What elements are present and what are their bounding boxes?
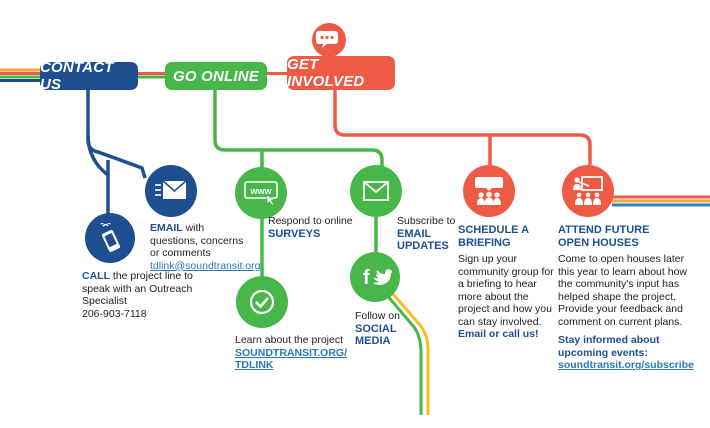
- phone-icon: [85, 213, 135, 263]
- learn-text: Learn about the project SOUNDTRANSIT.ORG…: [235, 334, 355, 372]
- briefing-desc: Sign up your community group for a brief…: [458, 253, 554, 328]
- social-media-icon: f: [350, 252, 400, 302]
- social-head-2: MEDIA: [355, 335, 391, 347]
- email-address-link[interactable]: tdlink@soundtransit.org: [150, 259, 261, 272]
- surveys-desc: Respond to online: [268, 215, 353, 227]
- social-text: Follow on SOCIAL MEDIA: [355, 310, 415, 348]
- open-house-icon: [562, 165, 614, 217]
- contact-us-tab[interactable]: CONTACT US: [40, 59, 138, 93]
- get-involved-tab[interactable]: GET INVOLVED: [287, 56, 395, 90]
- briefing-head-2: BRIEFING: [458, 236, 511, 249]
- speech-bubble-icon: [312, 23, 346, 57]
- email-desc: with questions, concerns or comments: [150, 222, 244, 259]
- updates-head-2: UPDATES: [397, 240, 449, 252]
- open-house-head-2: OPEN HOUSES: [558, 236, 639, 249]
- updates-head-1: EMAIL: [397, 227, 432, 240]
- learn-link-2[interactable]: TDLINK: [235, 359, 274, 371]
- surveys-text: Respond to online SURVEYS: [268, 215, 368, 240]
- email-text: EMAIL with questions, concerns or commen…: [150, 222, 260, 272]
- go-online-tab[interactable]: GO ONLINE: [165, 62, 267, 90]
- briefing-text: SCHEDULE A BRIEFING Sign up your communi…: [458, 224, 558, 341]
- learn-link-1[interactable]: SOUNDTRANSIT.ORG/: [235, 346, 348, 359]
- open-house-desc: Come to open houses later this year to l…: [558, 253, 687, 328]
- subscribe-link[interactable]: soundtransit.org/subscribe: [558, 359, 694, 371]
- twitter-icon: [373, 269, 392, 285]
- email-label: EMAIL: [150, 222, 183, 234]
- checkmark-icon: [236, 276, 288, 328]
- updates-desc: Subscribe to: [397, 215, 456, 227]
- open-house-cta: Stay informed about upcoming events:: [558, 334, 660, 359]
- call-desc: the project line to speak with an Outrea…: [82, 270, 193, 307]
- call-label: CALL: [82, 270, 110, 282]
- open-house-head-1: ATTEND FUTURE: [558, 224, 650, 236]
- briefing-head-1: SCHEDULE A: [458, 224, 530, 236]
- social-desc: Follow on: [355, 310, 400, 322]
- www-icon-text: www: [249, 186, 272, 196]
- updates-text: Subscribe to EMAIL UPDATES: [397, 215, 457, 253]
- www-icon: www: [235, 167, 287, 219]
- newsletter-envelope-icon: [350, 165, 402, 217]
- open-house-text: ATTEND FUTURE OPEN HOUSES Come to open h…: [558, 224, 694, 372]
- briefing-group-icon: [463, 165, 515, 217]
- social-head-1: SOCIAL: [355, 322, 397, 335]
- facebook-icon: f: [363, 267, 370, 289]
- email-envelope-icon: [145, 165, 197, 217]
- phone-number: 206-903-7118: [82, 307, 147, 320]
- call-text: CALL the project line to speak with an O…: [82, 270, 202, 320]
- briefing-cta: Email or call us!: [458, 328, 539, 340]
- learn-desc: Learn about the project: [235, 334, 343, 346]
- surveys-head: SURVEYS: [268, 227, 321, 240]
